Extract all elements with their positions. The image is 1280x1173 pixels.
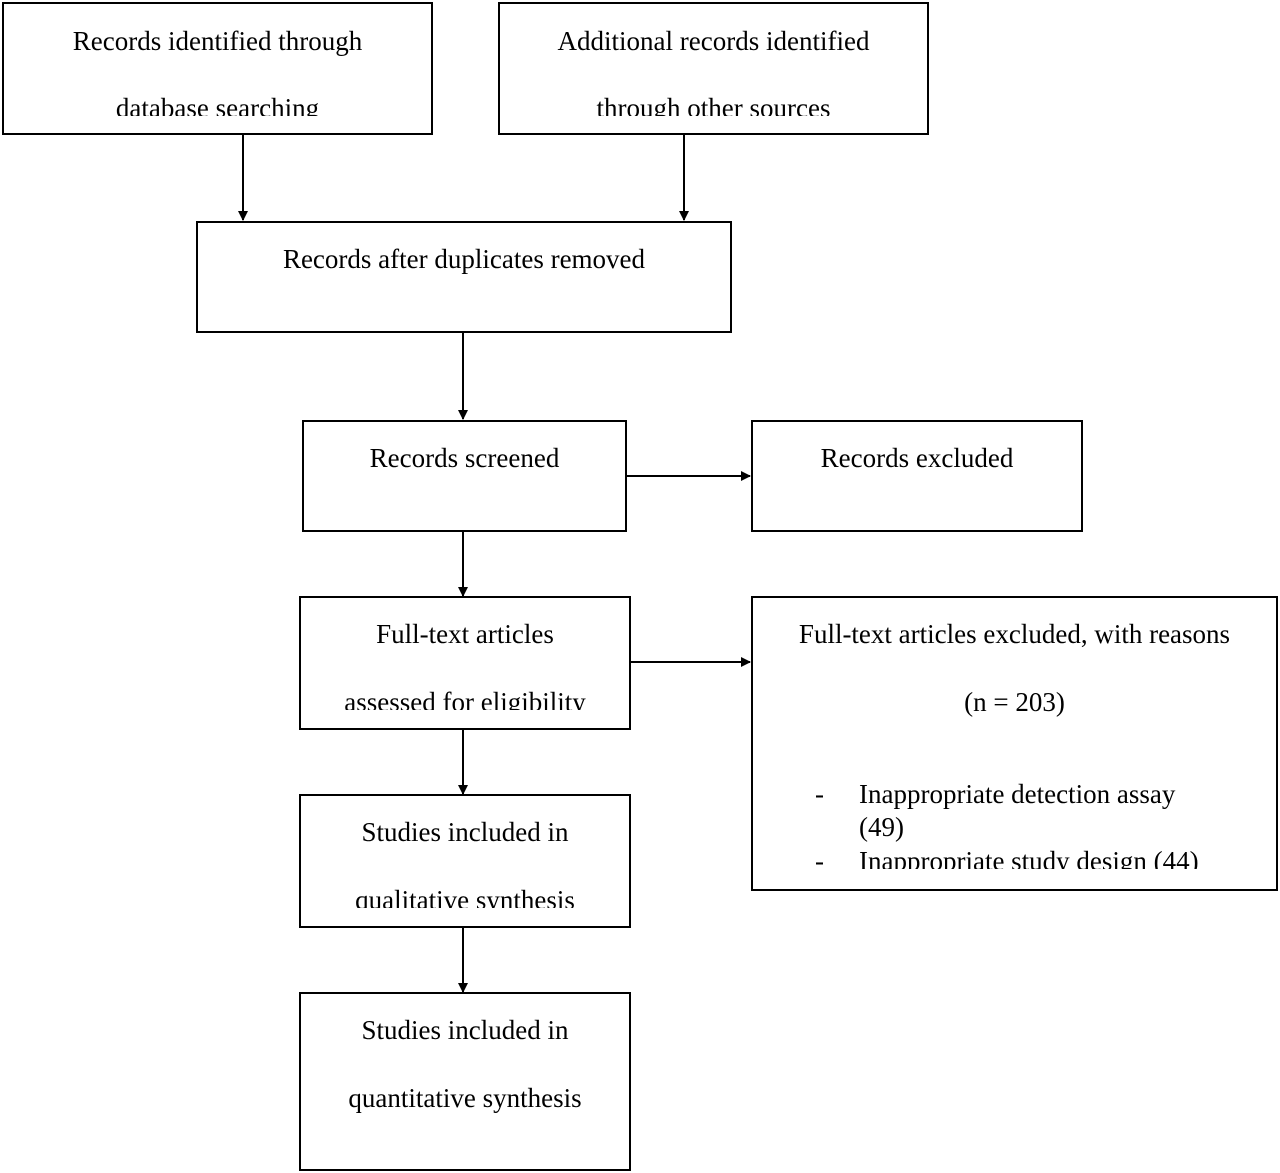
reason-1-continuation: (49) bbox=[859, 812, 904, 842]
quantitative-box: Studies included in quantitative synthes… bbox=[299, 992, 631, 1171]
db-search-line2: database searching bbox=[115, 93, 320, 116]
reason-2-text: Inappropriate study design (44) bbox=[859, 846, 1199, 869]
reason-1-text: Inappropriate detection assay bbox=[859, 779, 1176, 809]
excluded-label: Records excluded bbox=[820, 443, 1014, 473]
db-search-line1: Records identified through bbox=[72, 26, 363, 56]
fulltext-line2: assessed for eligibility bbox=[344, 687, 586, 710]
fulltext-excluded-count: (n = 203) bbox=[964, 687, 1065, 717]
screened-label: Records screened bbox=[369, 443, 560, 473]
qualitative-line2: qualitative synthesis bbox=[355, 885, 575, 908]
fulltext-box: Full-text articles assessed for eligibil… bbox=[299, 596, 631, 730]
fulltext-line1: Full-text articles bbox=[376, 619, 554, 649]
excluded-box: Records excluded bbox=[751, 420, 1083, 532]
db-search-box: Records identified through database sear… bbox=[2, 2, 433, 135]
dedup-label: Records after duplicates removed bbox=[282, 244, 646, 274]
fulltext-excluded-title: Full-text articles excluded, with reason… bbox=[798, 619, 1231, 649]
fulltext-excluded-box: Full-text articles excluded, with reason… bbox=[751, 596, 1278, 891]
other-sources-line2: through other sources bbox=[596, 93, 831, 116]
qualitative-line1: Studies included in bbox=[361, 817, 569, 847]
dedup-box: Records after duplicates removed bbox=[196, 221, 732, 333]
reason-2-dash: - bbox=[815, 846, 824, 869]
other-sources-line1: Additional records identified bbox=[557, 26, 870, 56]
reason-1-dash: - bbox=[815, 779, 824, 809]
screened-box: Records screened bbox=[302, 420, 627, 532]
quantitative-line1: Studies included in bbox=[361, 1015, 569, 1045]
other-sources-box: Additional records identified through ot… bbox=[498, 2, 929, 135]
qualitative-box: Studies included in qualitative synthesi… bbox=[299, 794, 631, 928]
quantitative-line2: quantitative synthesis bbox=[348, 1083, 582, 1113]
